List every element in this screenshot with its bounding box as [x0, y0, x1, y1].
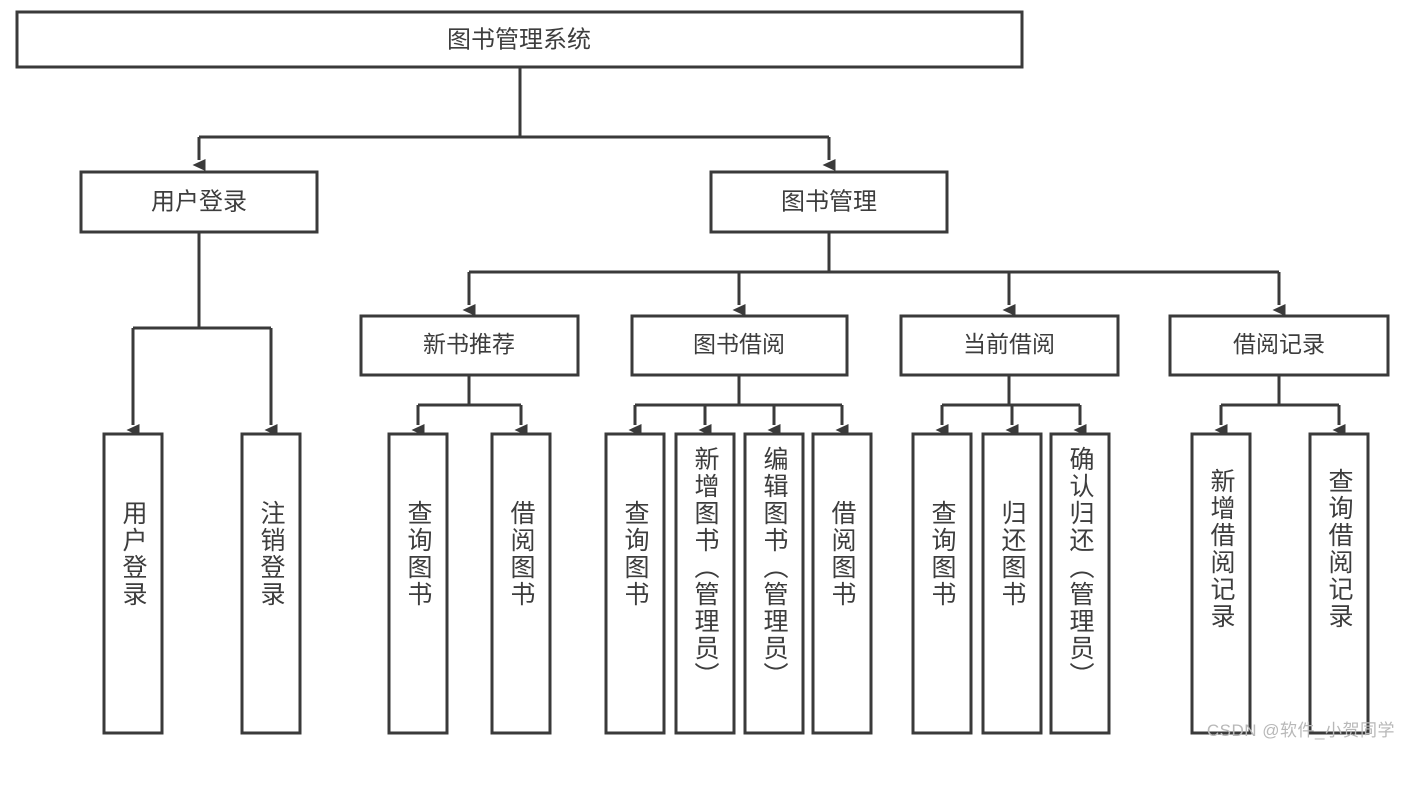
- node-borrow-record-label: 借阅记录: [1233, 331, 1325, 357]
- leaf-box-bb-edit-book[interactable]: [743, 432, 805, 735]
- node-new-book-recommend-label: 新书推荐: [423, 331, 515, 357]
- leaf-box-bb-borrow-book[interactable]: [811, 432, 873, 735]
- node-new-book-recommend-box: [359, 314, 580, 377]
- node-book-manage-box: [709, 170, 949, 234]
- node-book-borrow[interactable]: 图书借阅: [630, 314, 849, 377]
- leaf-box-bb-add-book[interactable]: [674, 432, 736, 735]
- leaf-box-user-login[interactable]: [102, 432, 164, 735]
- node-borrow-record[interactable]: 借阅记录: [1168, 314, 1390, 377]
- leaf-box-cb-return-book[interactable]: [981, 432, 1043, 735]
- node-current-borrow-label: 当前借阅: [963, 331, 1055, 357]
- node-root-label: 图书管理系统: [447, 26, 591, 53]
- diagram-canvas: 图书管理系统 用户登录 图书管理 新书推荐 图书借阅 当前借阅 借阅记录: [15, 10, 1395, 740]
- leaf-box-cb-confirm-return[interactable]: [1049, 432, 1111, 735]
- node-current-borrow[interactable]: 当前借阅: [899, 314, 1120, 377]
- leaf-box-cb-query-book[interactable]: [911, 432, 973, 735]
- node-user-login[interactable]: 用户登录: [79, 170, 319, 234]
- leaf-box-br-query-record[interactable]: [1308, 432, 1370, 735]
- leaf-box-logout[interactable]: [240, 432, 302, 735]
- leaf-box-bb-query-book[interactable]: [604, 432, 666, 735]
- node-root-box: [15, 10, 1024, 69]
- node-borrow-record-box: [1168, 314, 1390, 377]
- node-user-login-box: [79, 170, 319, 234]
- node-book-manage-label: 图书管理: [781, 188, 877, 215]
- node-user-login-label: 用户登录: [151, 188, 247, 215]
- node-book-borrow-box: [630, 314, 849, 377]
- node-book-manage[interactable]: 图书管理: [709, 170, 949, 234]
- node-current-borrow-box: [899, 314, 1120, 377]
- tree-diagram-svg: 图书管理系统 用户登录 图书管理 新书推荐 图书借阅 当前借阅 借阅记录: [15, 10, 1390, 735]
- node-book-borrow-label: 图书借阅: [693, 331, 785, 357]
- leaf-box-br-add-record[interactable]: [1190, 432, 1252, 735]
- leaf-box-nb-query-book[interactable]: [387, 432, 449, 735]
- leaf-box-group: [102, 432, 1370, 735]
- watermark-text: CSDN @软件_小贺同学: [1206, 721, 1395, 740]
- node-new-book-recommend[interactable]: 新书推荐: [359, 314, 580, 377]
- leaf-box-nb-borrow-book[interactable]: [490, 432, 552, 735]
- node-root[interactable]: 图书管理系统: [15, 10, 1024, 69]
- connector-group: [126, 67, 1346, 436]
